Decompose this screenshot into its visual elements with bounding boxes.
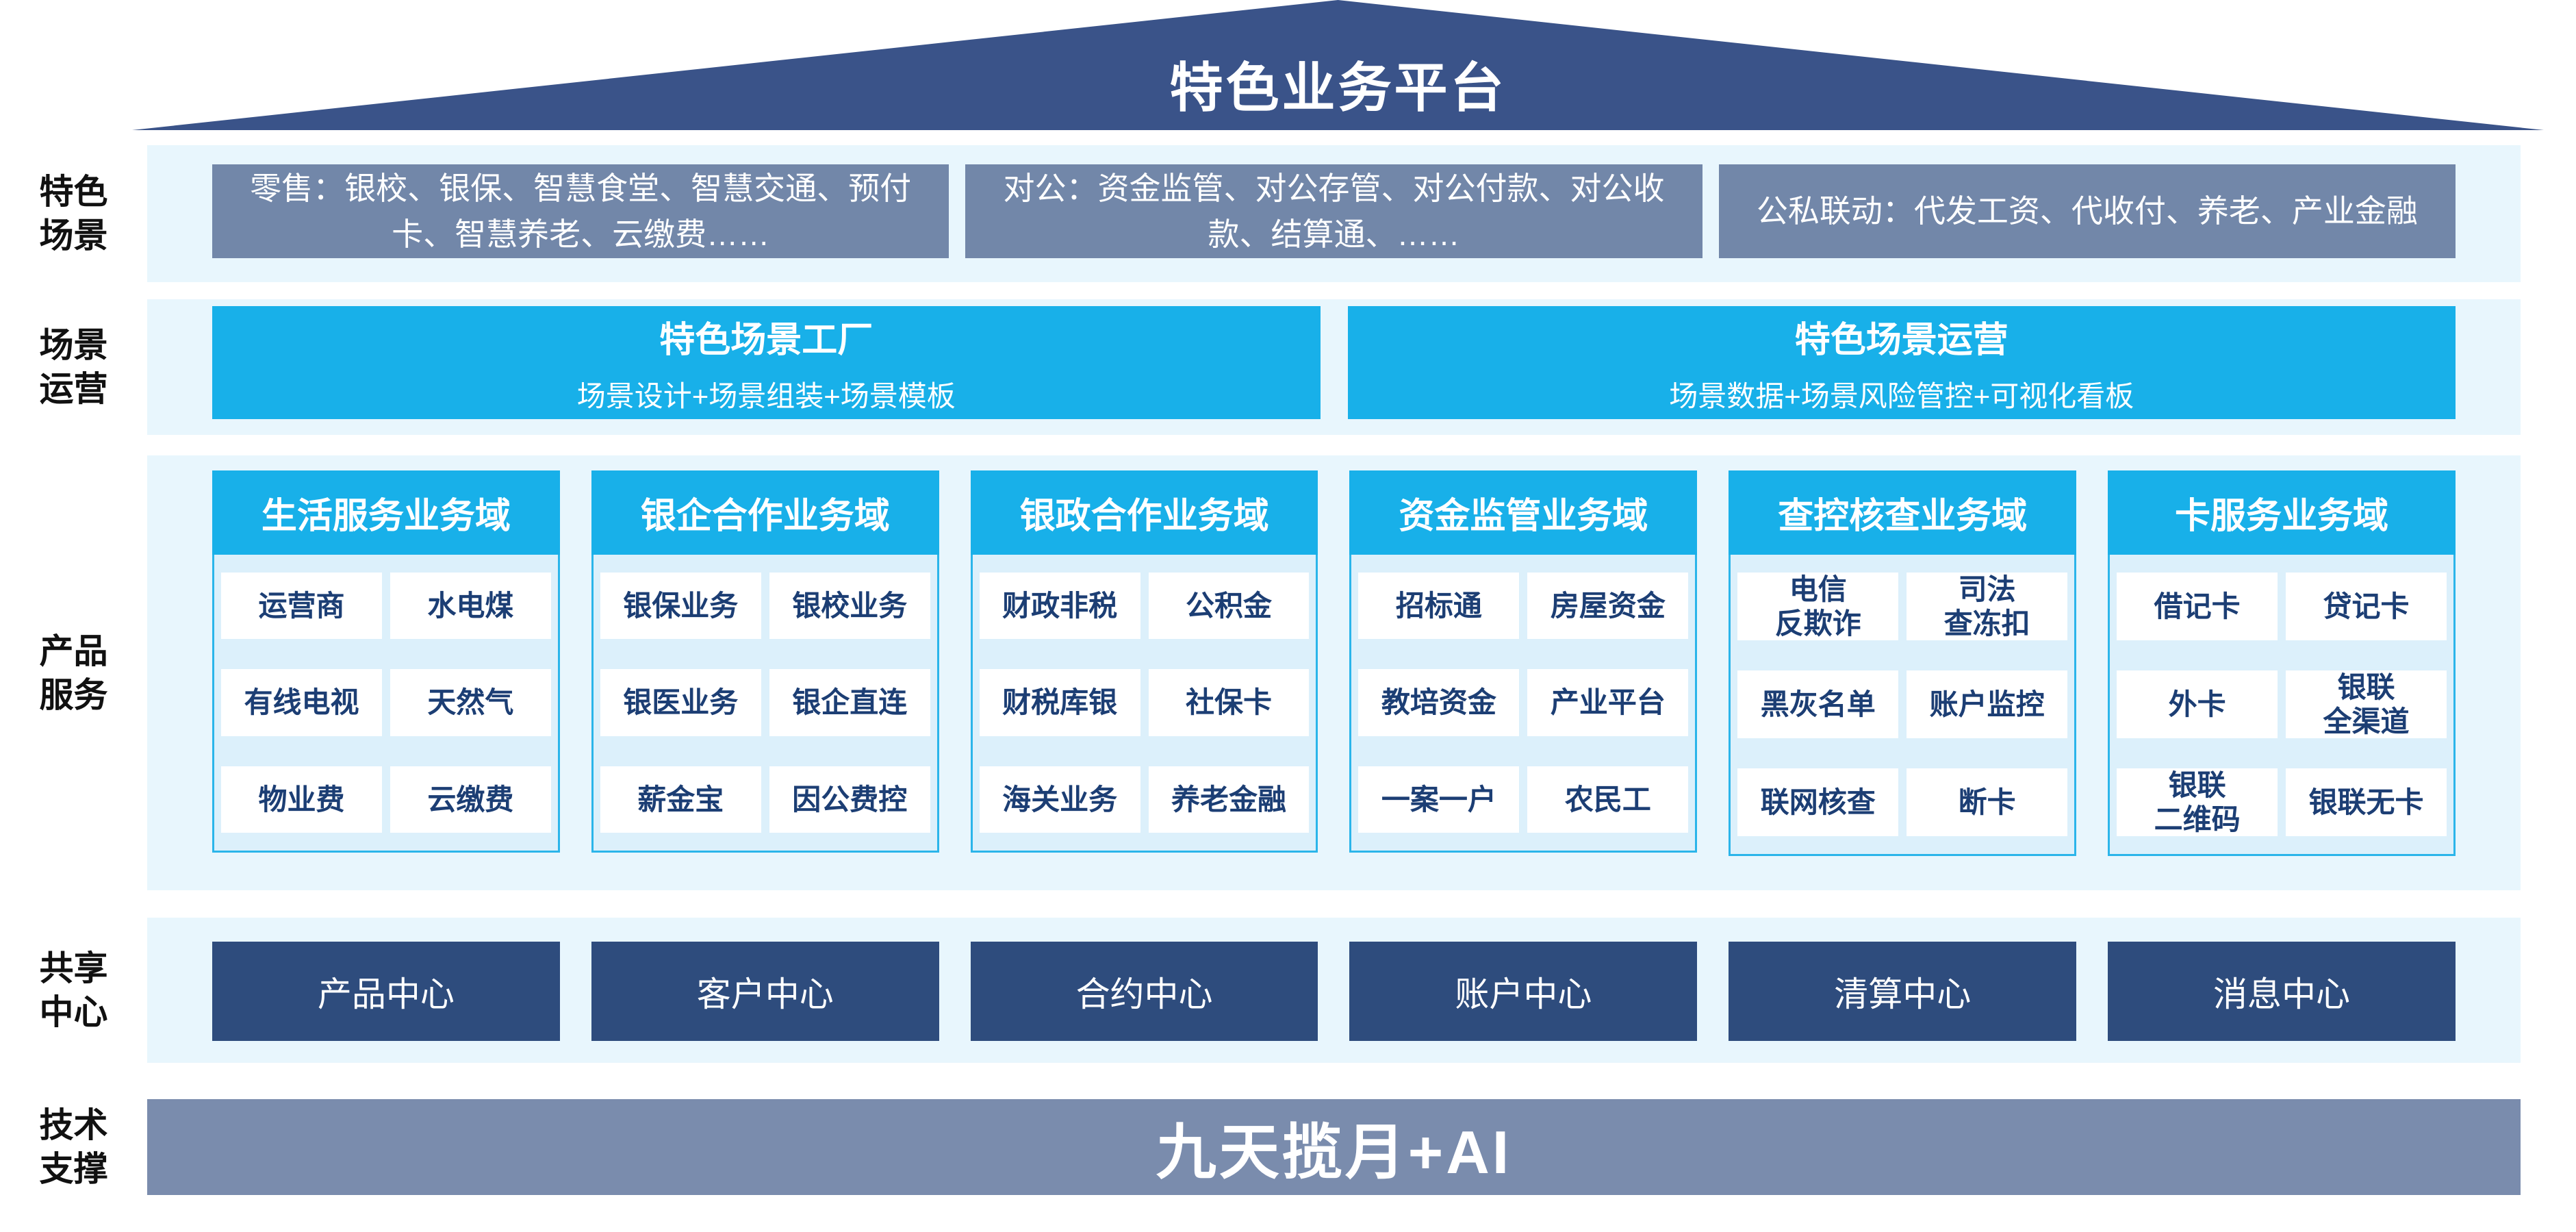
product-item: 物业费 xyxy=(221,766,382,833)
side-label-operation: 场景 运营 xyxy=(39,326,108,408)
scene-operation-subtitle: 场景数据+场景风险管控+可视化看板 xyxy=(1669,379,2134,412)
tech-support-bar: 九天揽月+AI xyxy=(147,1099,2521,1195)
product-item: 银保业务 xyxy=(600,573,761,640)
domain-body: 借记卡 贷记卡 外卡 银联 全渠道 银联 二维码 银联无卡 xyxy=(2108,555,2456,857)
center-box-clearing: 清算中心 xyxy=(1729,942,2077,1041)
domain-header: 银政合作业务域 xyxy=(970,470,1318,555)
scene-operation-box: 特色场景运营 场景数据+场景风险管控+可视化看板 xyxy=(1347,306,2456,419)
product-item: 账户监控 xyxy=(1907,670,2068,739)
product-item: 银联 二维码 xyxy=(2117,768,2278,837)
product-item: 社保卡 xyxy=(1148,669,1310,736)
product-item: 海关业务 xyxy=(979,766,1140,833)
product-item: 农民工 xyxy=(1527,766,1689,833)
side-label-tech: 技术 支撑 xyxy=(39,1106,108,1188)
domain-header: 资金监管业务域 xyxy=(1349,470,1698,555)
product-item: 外卡 xyxy=(2117,670,2278,739)
shared-center-row: 产品中心 客户中心 合约中心 账户中心 清算中心 消息中心 xyxy=(147,918,2521,1063)
product-item: 房屋资金 xyxy=(1527,573,1689,640)
center-box-customer: 客户中心 xyxy=(591,942,939,1041)
product-item: 银企直连 xyxy=(769,669,930,736)
domain-header: 卡服务业务域 xyxy=(2108,470,2456,555)
product-item: 因公费控 xyxy=(769,766,930,833)
scene-factory-box: 特色场景工厂 场景设计+场景组装+场景模板 xyxy=(212,306,1321,419)
side-label-shared: 共享 中心 xyxy=(39,949,108,1031)
product-item: 云缴费 xyxy=(390,766,551,833)
scene-box-corporate: 对公：资金监管、对公存管、对公付款、对公收款、结算通、…… xyxy=(965,164,1703,258)
product-item: 产业平台 xyxy=(1527,669,1689,736)
scene-factory-subtitle: 场景设计+场景组装+场景模板 xyxy=(576,379,956,412)
center-box-account: 账户中心 xyxy=(1349,942,1698,1041)
center-box-contract: 合约中心 xyxy=(970,942,1318,1041)
domain-body: 银保业务 银校业务 银医业务 银企直连 薪金宝 因公费控 xyxy=(591,555,939,853)
domain-body: 电信 反欺诈 司法 查冻扣 黑灰名单 账户监控 联网核查 断卡 xyxy=(1729,555,2077,857)
side-label-scene: 特色 场景 xyxy=(39,173,108,255)
side-label-product: 产品 服务 xyxy=(39,631,108,714)
domain-header: 查控核查业务域 xyxy=(1729,470,2077,555)
domain-column-fund-supervision: 资金监管业务域 招标通 房屋资金 教培资金 产业平台 一案一户 农民工 xyxy=(1349,470,1698,853)
product-item: 借记卡 xyxy=(2117,573,2278,641)
domain-header: 银企合作业务域 xyxy=(591,470,939,555)
domain-column-bank-government: 银政合作业务域 财政非税 公积金 财税库银 社保卡 海关业务 养老金融 xyxy=(970,470,1318,853)
domain-body: 招标通 房屋资金 教培资金 产业平台 一案一户 农民工 xyxy=(1349,555,1698,853)
scene-row: 零售：银校、银保、智慧食堂、智慧交通、预付卡、智慧养老、云缴费…… 对公：资金监… xyxy=(147,145,2521,282)
product-item: 一案一户 xyxy=(1358,766,1520,833)
center-box-message: 消息中心 xyxy=(2108,942,2456,1041)
product-item: 运营商 xyxy=(221,573,382,640)
product-row: 生活服务业务域 运营商 水电煤 有线电视 天然气 物业费 云缴费 银企合作业务域… xyxy=(147,455,2521,890)
scene-box-public-private: 公私联动：代发工资、代收付、养老、产业金融 xyxy=(1718,164,2456,258)
product-item: 薪金宝 xyxy=(600,766,761,833)
product-item: 教培资金 xyxy=(1358,669,1520,736)
product-item: 银医业务 xyxy=(600,669,761,736)
domain-column-bank-enterprise: 银企合作业务域 银保业务 银校业务 银医业务 银企直连 薪金宝 因公费控 xyxy=(591,470,939,853)
center-box-product: 产品中心 xyxy=(212,942,560,1041)
domain-column-card-services: 卡服务业务域 借记卡 贷记卡 外卡 银联 全渠道 银联 二维码 银联无卡 xyxy=(2108,470,2456,857)
domain-column-inspection: 查控核查业务域 电信 反欺诈 司法 查冻扣 黑灰名单 账户监控 联网核查 断卡 xyxy=(1729,470,2077,857)
page-title: 特色业务平台 xyxy=(1169,58,1507,118)
domain-column-life-services: 生活服务业务域 运营商 水电煤 有线电视 天然气 物业费 云缴费 xyxy=(212,470,560,853)
product-item: 断卡 xyxy=(1907,768,2068,837)
product-item: 财政非税 xyxy=(979,573,1140,640)
product-item: 黑灰名单 xyxy=(1737,670,1899,739)
product-item: 银校业务 xyxy=(769,573,930,640)
product-item: 联网核查 xyxy=(1737,768,1899,837)
scene-factory-title: 特色场景工厂 xyxy=(659,320,873,360)
product-item: 水电煤 xyxy=(390,573,551,640)
product-item: 招标通 xyxy=(1358,573,1520,640)
product-item: 电信 反欺诈 xyxy=(1737,573,1899,641)
roof-shape: 特色业务平台 xyxy=(132,0,2544,130)
domain-body: 财政非税 公积金 财税库银 社保卡 海关业务 养老金融 xyxy=(970,555,1318,853)
product-item: 天然气 xyxy=(390,669,551,736)
scene-operation-title: 特色场景运营 xyxy=(1794,320,2008,360)
product-item: 公积金 xyxy=(1148,573,1310,640)
product-item: 司法 查冻扣 xyxy=(1907,573,2068,641)
product-item: 银联 全渠道 xyxy=(2286,670,2447,739)
domain-header: 生活服务业务域 xyxy=(212,470,560,555)
domain-body: 运营商 水电煤 有线电视 天然气 物业费 云缴费 xyxy=(212,555,560,853)
product-item: 有线电视 xyxy=(221,669,382,736)
product-item: 贷记卡 xyxy=(2286,573,2447,641)
product-item: 银联无卡 xyxy=(2286,768,2447,837)
product-item: 财税库银 xyxy=(979,669,1140,736)
product-item: 养老金融 xyxy=(1148,766,1310,833)
scene-box-retail: 零售：银校、银保、智慧食堂、智慧交通、预付卡、智慧养老、云缴费…… xyxy=(212,164,949,258)
operation-row: 特色场景工厂 场景设计+场景组装+场景模板 特色场景运营 场景数据+场景风险管控… xyxy=(147,299,2521,435)
